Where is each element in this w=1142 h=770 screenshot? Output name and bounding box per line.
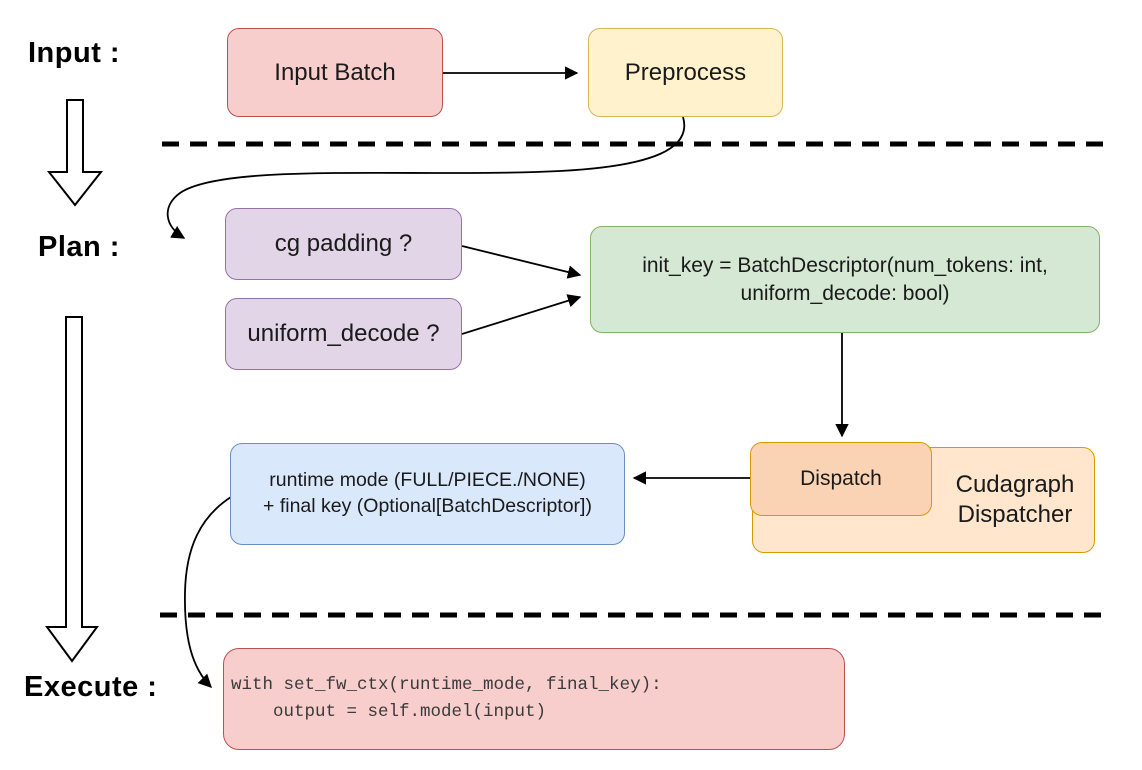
node-init-key-line1: init_key = BatchDescriptor(num_tokens: i…	[642, 253, 1048, 277]
node-input-batch: Input Batch	[227, 28, 443, 117]
node-cudagraph-dispatcher-label: Cudagraph Dispatcher	[935, 447, 1095, 553]
node-runtime-result-line2: + final key (Optional[BatchDescriptor])	[263, 495, 592, 517]
stage-label-plan: Plan :	[38, 231, 120, 263]
node-cg-padding-label: cg padding ?	[274, 230, 413, 258]
edge-runtime-execute	[184, 496, 232, 688]
node-dispatch-label: Dispatch	[800, 467, 882, 491]
node-runtime-result: runtime mode (FULL/PIECE./NONE) + final …	[230, 443, 625, 545]
node-preprocess-label: Preprocess	[624, 58, 747, 86]
edge-uniformdecode-initkey	[461, 294, 582, 335]
node-execute-code: with set_fw_ctx(runtime_mode, final_key)…	[223, 648, 845, 750]
execute-code-line1: with set_fw_ctx(runtime_mode, final_key)…	[231, 674, 662, 695]
node-uniform-decode: uniform_decode ?	[225, 298, 462, 370]
cudagraph-label-line2: Dispatcher	[957, 501, 1073, 528]
node-cg-padding: cg padding ?	[225, 208, 462, 280]
node-init-key: init_key = BatchDescriptor(num_tokens: i…	[590, 226, 1100, 333]
stage-label-input: Input :	[28, 37, 121, 69]
node-init-key-line2: uniform_decode: bool)	[740, 281, 950, 305]
cudagraph-label-line1: Cudagraph	[955, 471, 1075, 498]
node-preprocess: Preprocess	[588, 28, 783, 117]
execute-code-line2: output = self.model(input)	[231, 702, 547, 722]
edge-preprocess-cgpadding	[166, 116, 686, 239]
node-input-batch-label: Input Batch	[274, 58, 396, 86]
edge-cgpadding-initkey	[461, 245, 582, 279]
node-uniform-decode-label: uniform_decode ?	[247, 320, 440, 348]
stage-label-execute: Execute :	[24, 671, 158, 703]
node-runtime-result-line1: runtime mode (FULL/PIECE./NONE)	[269, 469, 586, 492]
flow-arrow-plan-execute-icon	[45, 316, 99, 663]
flow-arrow-input-plan-icon	[46, 99, 104, 207]
node-dispatch: Dispatch	[750, 442, 932, 516]
